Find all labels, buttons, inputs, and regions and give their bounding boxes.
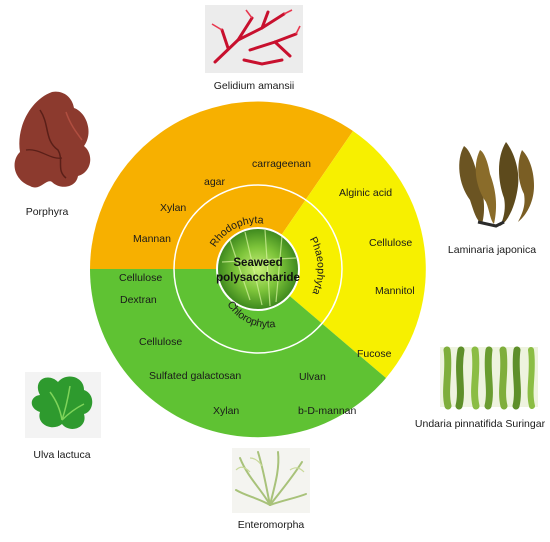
phaeophyta-item: Cellulose [369,237,412,249]
rhodophyta-item: Mannan [133,233,171,245]
ulva-seaweed-image [25,372,101,438]
center-title-line2: polysaccharide [216,272,300,284]
rhodophyta-sector [90,101,353,269]
chlorophyta-item: Ulvan [299,371,326,383]
center-title-line1: Seaweed [233,257,282,269]
phaeophyta-item: Alginic acid [339,187,392,199]
rhodophyta-item: Xylan [160,202,186,214]
chlorophyta-item: Sulfated galactosan [149,370,241,382]
laminaria-seaweed-image [459,142,534,228]
caption-gelidium: Gelidium amansii [214,80,295,92]
enteromorpha-seaweed-image [232,448,310,513]
phaeophyta-item: Fucose [357,348,392,360]
gelidium-seaweed-image [205,5,303,73]
chlorophyta-sector [89,269,387,438]
phaeophyta-item: Mannitol [375,285,415,297]
inner-ring [173,184,343,354]
caption-porphyra: Porphyra [26,206,69,218]
undaria-seaweed-image [440,346,538,410]
caption-enteromorpha: Enteromorpha [238,519,305,531]
caption-laminaria: Laminaria japonica [448,244,536,256]
porphyra-seaweed-image [14,91,91,188]
chlorophyta-item: Xylan [213,405,239,417]
caption-ulva: Ulva lactuca [33,449,90,461]
phaeophyta-sector [258,131,426,378]
chlorophyta-item: Dextran [120,294,157,306]
rhodophyta-item: Cellulose [119,272,162,284]
chlorophyta-item: b-D-mannan [298,405,357,417]
center-photo [216,227,300,311]
rhodophyta-item: agar [204,176,226,188]
chlorophyta-item: Cellulose [139,336,182,348]
rhodophyta-item: carrageenan [252,158,311,170]
caption-undaria: Undaria pinnatifida Suringar [415,418,546,430]
